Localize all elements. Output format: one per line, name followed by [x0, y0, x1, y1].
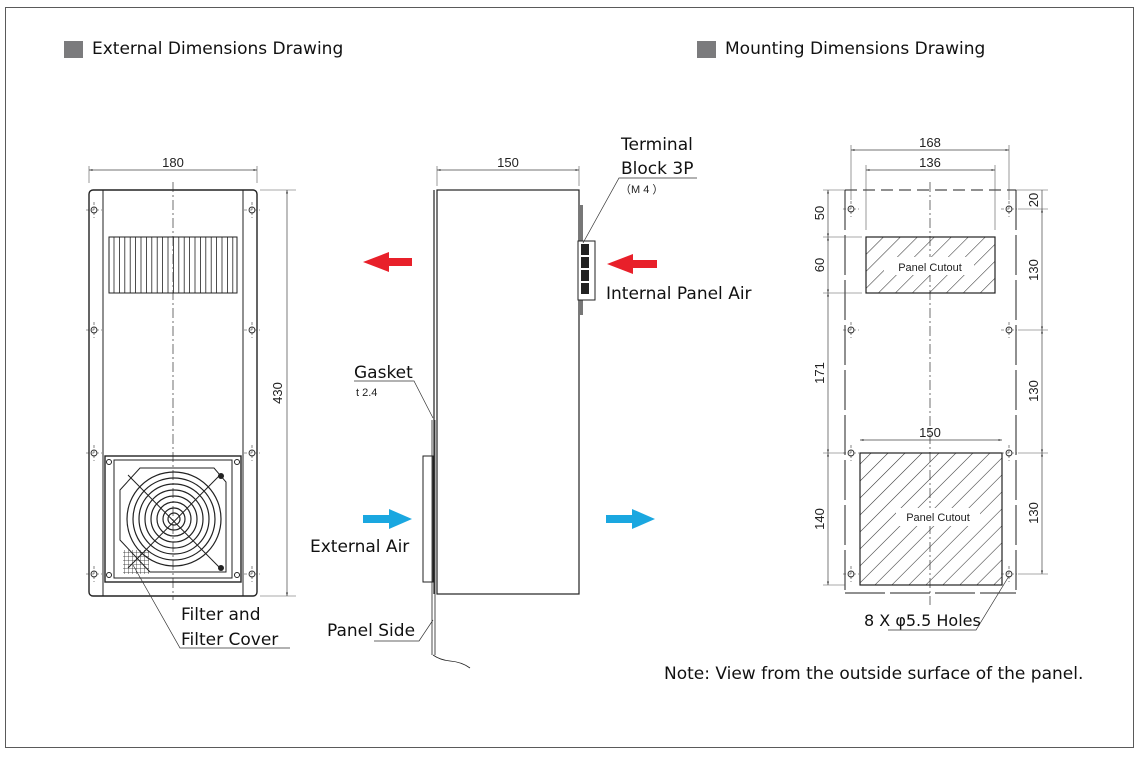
terminal-leader-line	[582, 177, 697, 244]
gasket-thickness: t 2.4	[356, 387, 377, 399]
left-dim-label: 140	[812, 508, 827, 530]
title-square-icon	[64, 40, 83, 58]
mount-hole-icon	[1000, 200, 1018, 218]
mounting-view: Panel Cutout Panel Cutout 168 136 150	[812, 135, 1048, 631]
panel-side-leader-line	[374, 619, 434, 642]
left-dim-label: 60	[812, 258, 827, 272]
fan-guard-ring	[126, 471, 222, 567]
fan-guard-ring	[167, 512, 181, 526]
right-dim-label: 130	[1026, 380, 1041, 402]
gasket-leader-line	[354, 380, 434, 419]
filter-label-line1: Filter and	[181, 605, 261, 625]
side-outline	[436, 189, 580, 595]
drawing-frame	[5, 7, 1134, 748]
fan-guard-ring	[132, 477, 216, 561]
left-dim-label: 171	[812, 362, 827, 384]
right-dim-label: 130	[1026, 502, 1041, 524]
left-dim-label: 50	[812, 206, 827, 220]
fan-guard-ring	[150, 495, 198, 543]
holes-leader-line	[888, 575, 1010, 631]
front-view: 180 430 Filter and Filter Cover	[85, 155, 296, 650]
view-note: Note: View from the outside surface of t…	[664, 664, 1084, 684]
right-dim-label: 20	[1026, 193, 1041, 207]
title-square-icon	[697, 40, 716, 58]
depth-dimension-label: 150	[497, 155, 519, 170]
exhaust-grille	[108, 236, 238, 294]
mount-hole-icon	[1000, 321, 1018, 339]
fan-filter-icon	[104, 455, 242, 583]
terminal-block-icon	[577, 205, 596, 315]
fan-guard-ring	[138, 483, 210, 555]
terminal-spec: （M 4 ）	[620, 183, 663, 196]
mount-hole-icon	[1000, 565, 1018, 583]
upper-cutout-width-label: 136	[919, 155, 941, 170]
mounting-dimensions-title: Mounting Dimensions Drawing	[697, 39, 985, 59]
terminal-label-line1: Terminal	[620, 135, 693, 155]
hole-span-label: 168	[919, 135, 941, 150]
fan-guard-ring	[156, 501, 192, 537]
cold-air-out-arrow-icon	[606, 509, 655, 529]
filter-label-line2: Filter Cover	[181, 630, 278, 650]
panel-side-label: Panel Side	[327, 621, 415, 641]
fan-guard-ring	[162, 507, 186, 531]
filter-leader-line	[132, 564, 290, 649]
height-dimension-label: 430	[270, 382, 285, 404]
external-dimensions-title-text: External Dimensions Drawing	[92, 39, 344, 59]
cold-air-in-arrow-icon	[363, 509, 412, 529]
holes-label: 8 X φ5.5 Holes	[864, 611, 981, 630]
side-view: 150 Terminal Block 3P （M 4 ） Internal Pa…	[310, 135, 752, 669]
right-dim-label: 130	[1026, 259, 1041, 281]
hot-air-out-arrow-icon	[363, 252, 412, 272]
filter-profile	[422, 455, 434, 583]
upper-cutout-label: Panel Cutout	[898, 262, 962, 274]
mount-hole-icon	[1000, 444, 1018, 462]
external-dimensions-title: External Dimensions Drawing	[64, 39, 343, 59]
width-dimension-label: 180	[162, 155, 184, 170]
terminal-label-line2: Block 3P	[621, 159, 693, 179]
lower-cutout-label: Panel Cutout	[906, 512, 970, 524]
fan-guard-ring	[144, 489, 204, 549]
internal-air-label: Internal Panel Air	[606, 284, 752, 304]
lower-cutout-width-label: 150	[919, 425, 941, 440]
mounting-dimensions-title-text: Mounting Dimensions Drawing	[725, 39, 986, 59]
gasket-label: Gasket	[354, 363, 413, 383]
external-air-label: External Air	[310, 537, 409, 557]
hot-air-in-arrow-icon	[607, 254, 657, 274]
